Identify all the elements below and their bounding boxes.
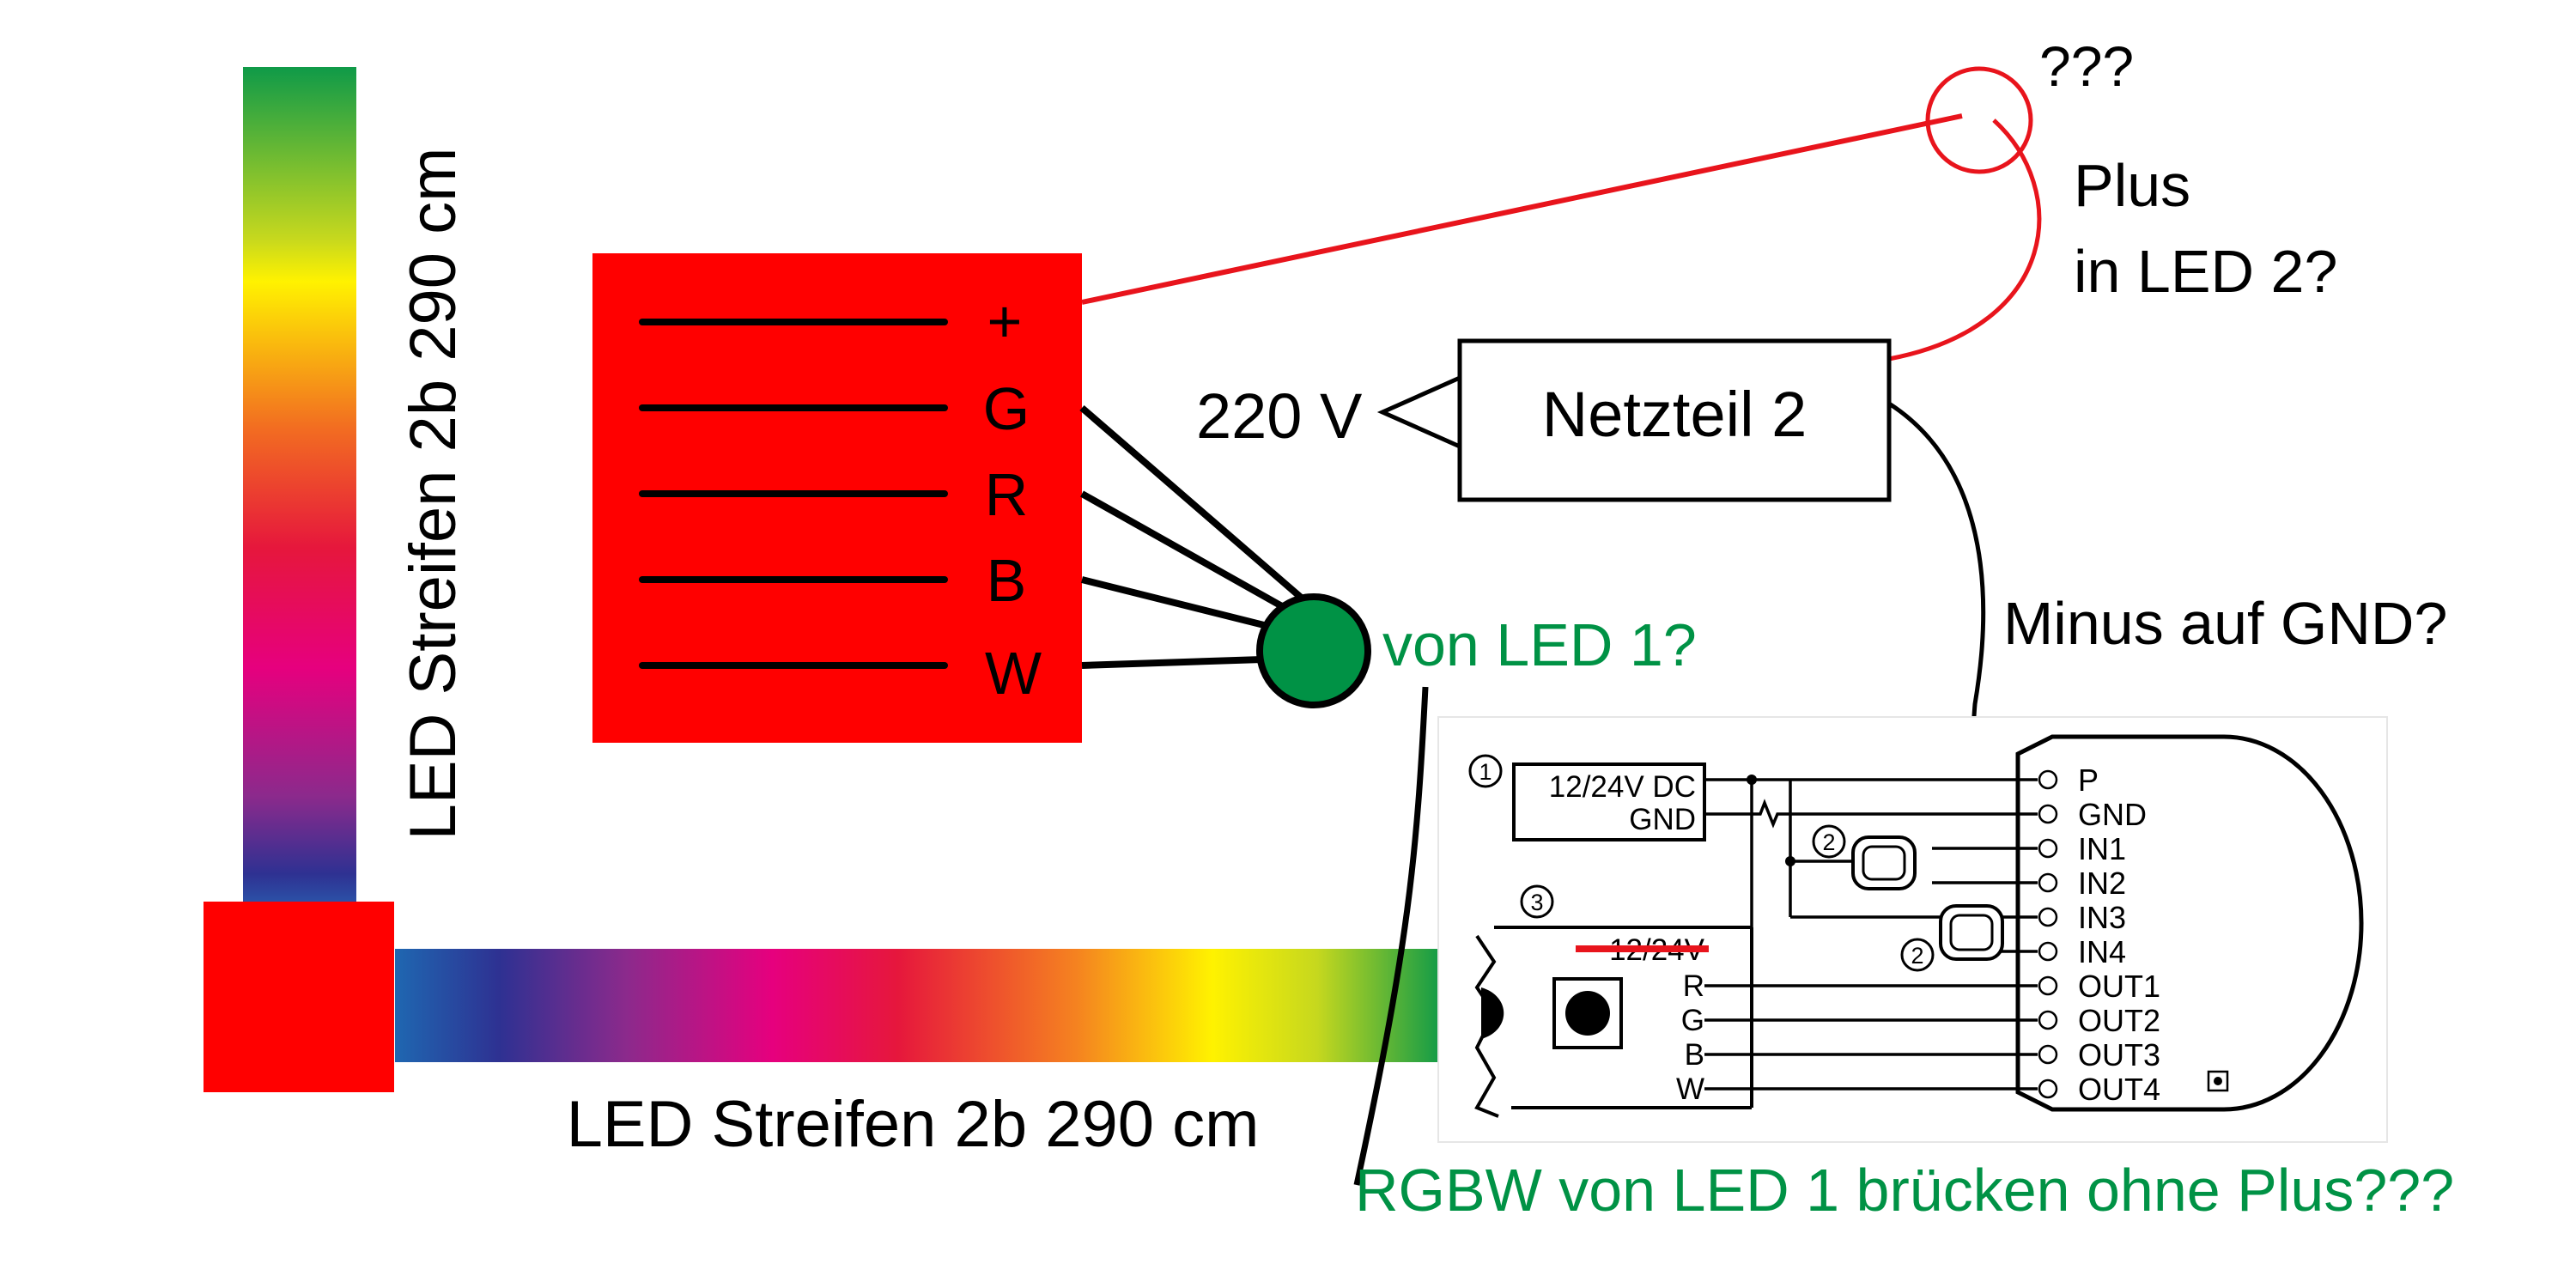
- status-led-dot: [2214, 1077, 2222, 1085]
- strip-side-contacts: [1481, 987, 1504, 1039]
- led-connector-block: [592, 253, 1082, 743]
- terminal-in4: IN4: [2078, 934, 2126, 969]
- controller-device: [2015, 734, 2364, 1112]
- terminal-markers: [2038, 769, 2058, 1099]
- terminal-in1: IN1: [2078, 831, 2126, 866]
- pin-g-label: G: [983, 375, 1030, 442]
- num-2a-label: 2: [1822, 829, 1835, 855]
- bridge-note: RGBW von LED 1 brücken ohne Plus???: [1355, 1157, 2454, 1224]
- strip-channel-w: W: [1676, 1072, 1704, 1106]
- circle-num-2a: [1812, 824, 1846, 859]
- terminal-gnd: GND: [2078, 797, 2147, 832]
- plus-wire: [1081, 113, 1963, 305]
- terminal-out4: OUT4: [2078, 1072, 2160, 1107]
- voltage-label: 220 V: [1196, 380, 1363, 452]
- strip-led-chip-dot: [1565, 991, 1610, 1036]
- corner-connector: [204, 902, 394, 1092]
- terminal-out2: OUT2: [2078, 1003, 2160, 1038]
- num-2b-label: 2: [1911, 943, 1923, 969]
- mains-plug: [1376, 375, 1461, 449]
- terminal-in2: IN2: [2078, 866, 2126, 901]
- controller-diagram: P GND IN1 IN2 IN3 IN4 OUT1 OUT2 OUT3 OUT…: [1437, 716, 2388, 1143]
- terminal-out1: OUT1: [2078, 969, 2160, 1004]
- led-strip-horizontal: [395, 949, 1443, 1062]
- led-strip-vertical: [243, 67, 356, 926]
- circle-num-1: [1468, 754, 1503, 788]
- supply-label-line2: GND: [1629, 803, 1696, 836]
- switch-1-inner: [1862, 845, 1906, 881]
- power-supply-box: [1457, 338, 1892, 502]
- connector-lines: [639, 319, 948, 669]
- wire-node-1: [1747, 775, 1757, 785]
- minus-gnd-label: Minus auf GND?: [2003, 590, 2447, 657]
- question-marks: ???: [2039, 34, 2134, 98]
- switch-2-inner: [1949, 914, 1994, 951]
- junction-node: [1256, 593, 1371, 708]
- strip-channel-r: R: [1683, 969, 1704, 1003]
- terminal-out3: OUT3: [2078, 1037, 2160, 1072]
- pin-r-label: R: [985, 461, 1029, 528]
- plus-label-line2: in LED 2?: [2074, 238, 2337, 305]
- pin-plus-label: +: [987, 288, 1023, 355]
- circle-num-2b: [1900, 938, 1935, 972]
- pin-w-label: W: [985, 640, 1042, 707]
- terminal-p: P: [2078, 762, 2099, 798]
- strip-channel-b: B: [1685, 1038, 1704, 1072]
- pin-b-label: B: [987, 547, 1027, 614]
- supply-input-box: [1512, 762, 1706, 841]
- num-3-label: 3: [1530, 890, 1543, 915]
- num-1-label: 1: [1479, 759, 1492, 785]
- plus-label-line1: Plus: [2074, 152, 2190, 219]
- supply-label-line1: 12/24V DC: [1549, 770, 1696, 804]
- strip-channel-g: G: [1681, 1004, 1704, 1037]
- strip-vertical-label: LED Streifen 2b 290 cm: [397, 148, 470, 841]
- terminal-in3: IN3: [2078, 900, 2126, 935]
- von-led1-label: von LED 1?: [1382, 611, 1697, 678]
- plus-curve: [1888, 118, 2042, 361]
- strip-horizontal-label: LED Streifen 2b 290 cm: [567, 1088, 1260, 1161]
- bridge-wire: [1353, 686, 1429, 1186]
- circle-num-3: [1520, 884, 1554, 919]
- rgbw-wires: [1079, 404, 1308, 669]
- wire-node-2: [1785, 856, 1795, 866]
- power-supply-label: Netzteil 2: [1542, 379, 1807, 450]
- question-circle: [1925, 66, 2033, 174]
